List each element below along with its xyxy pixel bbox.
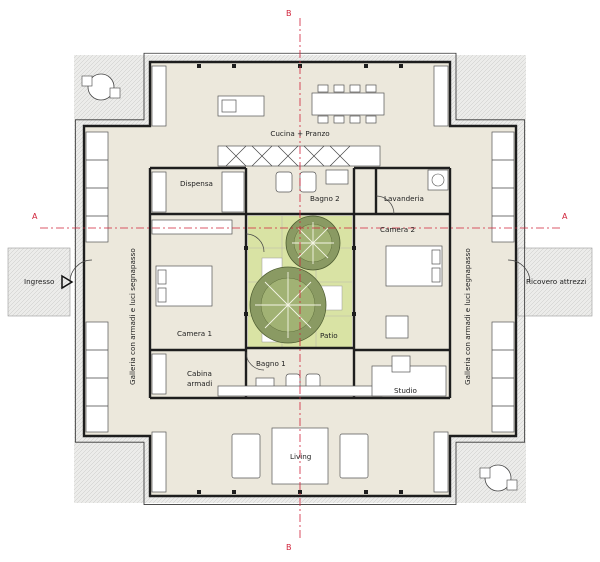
columns bbox=[197, 64, 403, 494]
tree-icon bbox=[249, 266, 327, 344]
kitchen-counter bbox=[217, 145, 381, 167]
sink-icon bbox=[221, 99, 237, 113]
section-marker-top: B bbox=[286, 9, 292, 18]
armchair bbox=[385, 315, 409, 339]
label-bagno2: Bagno 2 bbox=[310, 194, 340, 203]
wardrobe bbox=[151, 353, 167, 395]
bathroom-2-fixtures bbox=[275, 169, 349, 193]
label-galleria-left: Galleria con armadi e luci segnapasso bbox=[128, 248, 137, 385]
label-studio: Studio bbox=[394, 386, 417, 395]
tree-icon bbox=[285, 215, 341, 271]
label-cabina: Cabina bbox=[187, 369, 212, 378]
entrance-terrace bbox=[7, 247, 71, 317]
dining-table bbox=[311, 84, 385, 124]
section-marker-right: A bbox=[562, 212, 568, 221]
label-ricovero: Ricovero attrezzi bbox=[526, 277, 586, 286]
label-cabina-armadi: armadi bbox=[187, 379, 212, 388]
section-marker-bottom: B bbox=[286, 543, 292, 552]
label-camera2: Camera 2 bbox=[380, 225, 415, 234]
label-galleria-right: Galleria con armadi e luci segnapasso bbox=[463, 248, 472, 385]
outdoor-table-icon bbox=[81, 73, 121, 101]
pantry-cabinet bbox=[221, 171, 245, 213]
label-lavanderia: Lavanderia bbox=[384, 194, 424, 203]
label-dispensa: Dispensa bbox=[180, 179, 213, 188]
corner-cabinets bbox=[151, 65, 449, 493]
chair bbox=[391, 355, 411, 373]
label-camera1: Camera 1 bbox=[177, 329, 212, 338]
pantry-cabinet bbox=[151, 171, 167, 213]
outdoor-table-icon bbox=[479, 464, 518, 492]
label-living: Living bbox=[290, 452, 311, 461]
exterior-wall bbox=[82, 60, 518, 498]
label-bagno1: Bagno 1 bbox=[256, 359, 286, 368]
wardrobe-gallery-left bbox=[85, 131, 109, 433]
label-cucina-pranzo: Cucina + Pranzo bbox=[270, 129, 329, 138]
bed-camera-1 bbox=[155, 265, 213, 307]
wardrobe-gallery-right bbox=[491, 131, 515, 433]
entrance-arrow-icon bbox=[61, 274, 74, 290]
label-patio: Patio bbox=[320, 331, 338, 340]
exterior-wall-outline bbox=[74, 52, 526, 506]
wardrobe bbox=[151, 219, 233, 235]
section-lines bbox=[40, 18, 560, 540]
laundry-machines bbox=[427, 169, 449, 191]
door-swings bbox=[69, 195, 531, 371]
section-marker-left: A bbox=[32, 212, 38, 221]
bed-camera-2 bbox=[385, 245, 443, 287]
label-ingresso: Ingresso bbox=[24, 277, 54, 286]
